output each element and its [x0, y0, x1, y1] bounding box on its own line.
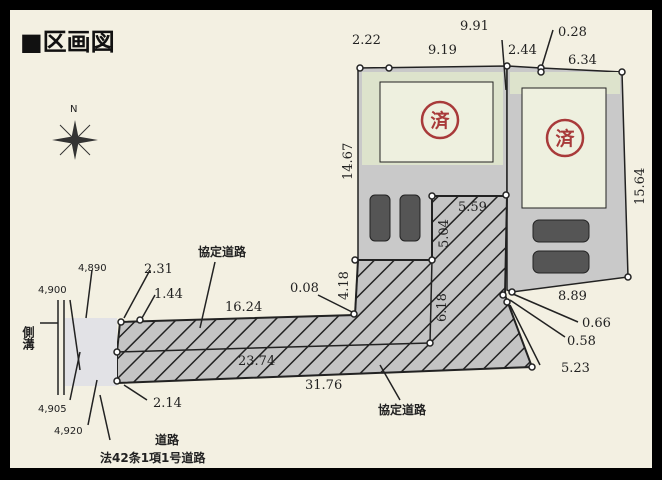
- agreement-road-label-bottom: 協定道路: [378, 402, 427, 417]
- width-4905: 4,905: [38, 404, 67, 415]
- dim-8-89: 8.89: [558, 289, 587, 304]
- dim-5-23: 5.23: [561, 361, 590, 376]
- dim-16-24: 16.24: [225, 300, 262, 315]
- width-4890: 4,890: [78, 263, 107, 274]
- dim-0-66: 0.66: [582, 316, 611, 331]
- dim-9-91: 9.91: [460, 19, 489, 34]
- width-4900: 4,900: [38, 285, 67, 296]
- road-label: 道路: [155, 432, 180, 447]
- dim-5-59: 5.59: [458, 200, 487, 215]
- boundary-points: [113, 62, 632, 385]
- lot-2-sold-stamp: 済: [545, 118, 585, 158]
- dim-0-08: 0.08: [290, 281, 319, 296]
- lot-2-house: [521, 87, 607, 209]
- dim-2-14: 2.14: [153, 396, 182, 411]
- agreement-road-label-top: 協定道路: [198, 244, 247, 259]
- lot-1-sold-stamp: 済: [420, 100, 460, 140]
- public-road: [65, 318, 117, 386]
- lot-1-house: [379, 81, 494, 163]
- dim-14-67: 14.67: [341, 143, 356, 180]
- dim-23-74: 23.74: [238, 354, 275, 369]
- dim-2-22: 2.22: [352, 33, 381, 48]
- svg-text:済: 済: [555, 127, 575, 150]
- dim-1-44: 1.44: [154, 287, 183, 302]
- width-4920: 4,920: [54, 426, 83, 437]
- leader-lines: [40, 29, 579, 441]
- dim-5-04: 5.04: [437, 219, 452, 248]
- dim-15-64: 15.64: [633, 168, 648, 205]
- dim-2-31: 2.31: [144, 262, 173, 277]
- dim-9-19: 9.19: [428, 43, 457, 58]
- dim-2-44: 2.44: [508, 43, 537, 58]
- compass-icon: N: [52, 104, 98, 160]
- svg-text:済: 済: [430, 109, 450, 132]
- road-law-label: 法42条1項1号道路: [100, 450, 206, 465]
- title: ■区画図: [20, 28, 115, 56]
- dim-6-18: 6.18: [435, 293, 450, 322]
- compass-north-label: N: [70, 104, 77, 115]
- dim-6-34: 6.34: [568, 53, 597, 68]
- dim-0-58: 0.58: [567, 334, 596, 349]
- dim-4-18: 4.18: [337, 271, 352, 300]
- dim-31-76: 31.76: [305, 378, 342, 393]
- car-icons: [369, 194, 590, 274]
- side-ditch-label: 側溝: [21, 325, 35, 351]
- dim-0-28: 0.28: [558, 25, 587, 40]
